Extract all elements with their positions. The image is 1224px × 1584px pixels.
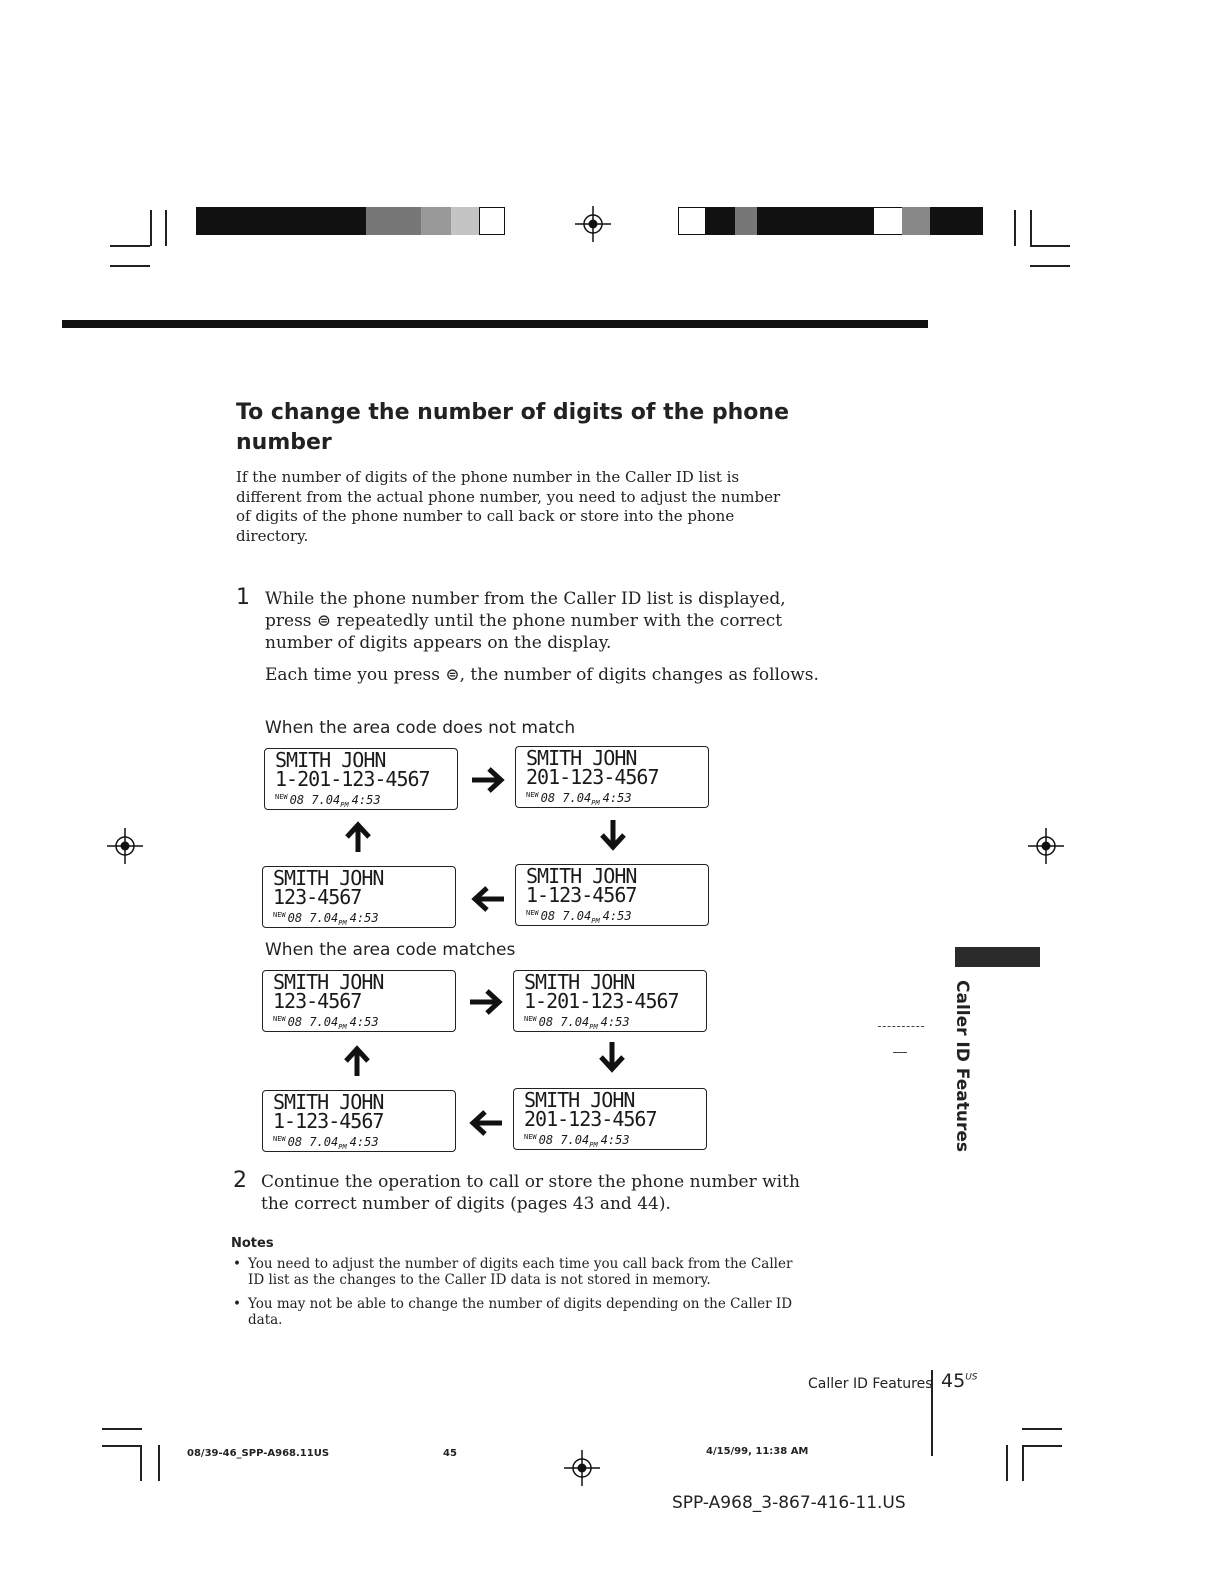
arrow-right-icon xyxy=(472,767,505,793)
display-name: SMITH JOHN xyxy=(273,866,384,890)
page-number: 45US xyxy=(941,1370,978,1392)
display-name: SMITH JOHN xyxy=(524,1088,635,1112)
section-heading: To change the number of digits of the ph… xyxy=(236,400,789,455)
arrow-up-icon xyxy=(345,821,371,852)
document-code: SPP-A968_3-867-416-11.US xyxy=(672,1493,906,1513)
crop-mark xyxy=(150,210,152,246)
footer-divider xyxy=(931,1370,933,1456)
step-text: Continue the operation to call or store … xyxy=(261,1172,800,1214)
display-name: SMITH JOHN xyxy=(526,864,637,888)
color-bar-left xyxy=(366,207,421,235)
crop-mark xyxy=(165,210,167,246)
arrow-down-icon xyxy=(599,1042,625,1073)
display-number: 123-4567 xyxy=(273,885,362,909)
bullet-icon: • xyxy=(233,1256,241,1272)
color-bar-right xyxy=(930,207,983,235)
display-name: SMITH JOHN xyxy=(524,970,635,994)
display-name: SMITH JOHN xyxy=(273,970,384,994)
color-bar-left xyxy=(196,207,366,235)
header-rule xyxy=(62,320,928,328)
color-bar-right xyxy=(735,207,757,235)
display-number: 201-123-4567 xyxy=(524,1107,658,1131)
display-name: SMITH JOHN xyxy=(273,1090,384,1114)
color-bar-right xyxy=(902,207,930,235)
crop-mark xyxy=(1030,210,1032,246)
crop-mark xyxy=(102,1428,142,1430)
color-bar-left xyxy=(421,207,451,235)
arrow-left-icon xyxy=(471,886,504,912)
color-bar-right xyxy=(757,207,873,235)
arrow-down-icon xyxy=(600,820,626,851)
step-number: 2 xyxy=(233,1168,247,1193)
display-name: SMITH JOHN xyxy=(526,746,637,770)
note-item: • You need to adjust the number of digit… xyxy=(233,1256,793,1288)
display-number: 201-123-4567 xyxy=(526,765,660,789)
note-item: • You may not be able to change the numb… xyxy=(233,1296,793,1328)
notes-title: Notes xyxy=(231,1236,274,1251)
crop-mark xyxy=(140,1445,142,1481)
bullet-icon: • xyxy=(233,1296,241,1312)
registration-mark-icon xyxy=(564,1450,600,1486)
crop-mark xyxy=(110,265,150,267)
color-bar-right xyxy=(705,207,735,235)
dash-mark xyxy=(878,1026,924,1027)
color-bar-left xyxy=(479,207,505,235)
color-bar-left xyxy=(451,207,479,235)
registration-mark-icon xyxy=(107,828,143,864)
crop-mark xyxy=(1030,245,1070,247)
display-number: 123-4567 xyxy=(273,989,362,1013)
sequence-title: When the area code matches xyxy=(265,940,516,960)
arrow-right-icon xyxy=(470,989,503,1015)
arrow-up-icon xyxy=(344,1045,370,1076)
color-bar-right xyxy=(873,207,903,235)
color-bar-right xyxy=(678,207,706,235)
sequence-title: When the area code does not match xyxy=(265,718,576,738)
sheet-number: 45 xyxy=(443,1448,457,1459)
crop-mark xyxy=(1030,265,1070,267)
step-text: While the phone number from the Caller I… xyxy=(265,589,786,653)
intro-paragraph: If the number of digits of the phone num… xyxy=(236,468,781,545)
section-tab xyxy=(955,947,1040,967)
dash-mark xyxy=(893,1052,907,1053)
display-name: SMITH JOHN xyxy=(275,748,386,772)
crop-mark xyxy=(110,245,150,247)
step-detail: Each time you press ⊜, the number of dig… xyxy=(265,665,819,685)
crop-mark xyxy=(1022,1445,1024,1481)
display-number: 1-201-123-4567 xyxy=(524,989,680,1013)
registration-mark-icon xyxy=(1028,828,1064,864)
crop-mark xyxy=(102,1445,142,1447)
display-number: 1-123-4567 xyxy=(526,883,637,907)
step-number: 1 xyxy=(236,585,250,610)
crop-mark xyxy=(1022,1445,1062,1447)
file-name: 08/39-46_SPP-A968.11US xyxy=(187,1448,330,1459)
display-number: 1-123-4567 xyxy=(273,1109,384,1133)
display-number: 1-201-123-4567 xyxy=(275,767,431,791)
crop-mark xyxy=(158,1445,160,1481)
registration-mark-icon xyxy=(575,206,611,242)
section-tab-label: Caller ID Features xyxy=(952,980,972,1152)
arrow-left-icon xyxy=(469,1110,502,1136)
crop-mark xyxy=(1022,1428,1062,1430)
footer-section-label: Caller ID Features xyxy=(808,1376,933,1392)
print-timestamp: 4/15/99, 11:38 AM xyxy=(706,1446,809,1457)
crop-mark xyxy=(1014,210,1016,246)
crop-mark xyxy=(1006,1445,1008,1481)
